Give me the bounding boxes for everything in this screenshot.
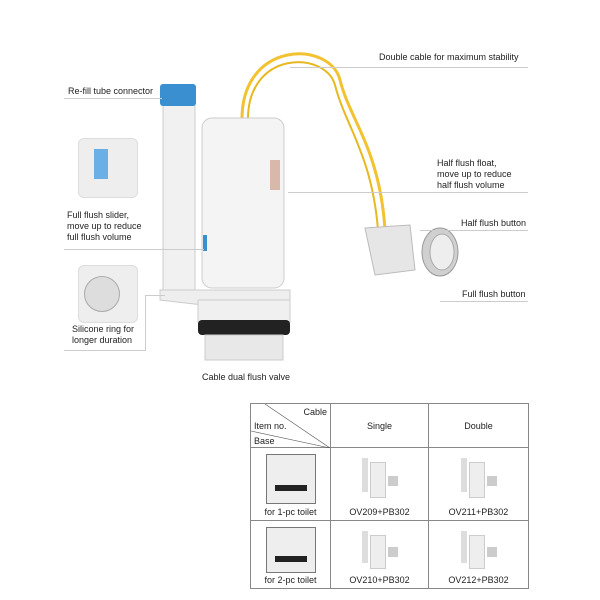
leader-line bbox=[420, 230, 528, 231]
flush-valve-illustration bbox=[159, 52, 459, 361]
label-valve: Cable dual flush valve bbox=[202, 372, 291, 382]
model-cell: OV209+PB302 bbox=[330, 447, 429, 521]
model-table: Cable Item no. Base Single Double for 1-… bbox=[250, 403, 529, 589]
product-thumbnail bbox=[459, 454, 499, 498]
header-single: Single bbox=[330, 403, 429, 448]
base-cell: for 1-pc toilet bbox=[250, 447, 331, 521]
leader-line bbox=[440, 301, 528, 302]
header-item-no: Item no. bbox=[254, 421, 287, 431]
header-cable: Cable bbox=[303, 407, 327, 417]
leader-line bbox=[288, 192, 528, 193]
base-image bbox=[265, 454, 316, 504]
corner-header-cell: Cable Item no. Base bbox=[250, 403, 331, 448]
product-thumbnail bbox=[459, 527, 499, 569]
table-row: for 1-pc toilet OV209+PB302 OV211+PB302 bbox=[250, 447, 529, 521]
model-cell: OV210+PB302 bbox=[330, 520, 429, 589]
table-row: for 2-pc toilet OV210+PB302 OV212+PB302 bbox=[250, 520, 529, 589]
model-cell: OV212+PB302 bbox=[428, 520, 529, 589]
base-image bbox=[265, 527, 316, 573]
base-cell: for 2-pc toilet bbox=[250, 520, 331, 589]
header-double: Double bbox=[428, 403, 529, 448]
leader-line bbox=[145, 295, 146, 351]
product-thumbnail bbox=[360, 527, 400, 569]
leader-line bbox=[145, 295, 165, 296]
product-thumbnail bbox=[360, 454, 400, 498]
model-cell: OV211+PB302 bbox=[428, 447, 529, 521]
label-full-flush-button: Full flush button bbox=[462, 289, 526, 299]
silicone-ring-detail-image bbox=[78, 265, 138, 323]
label-half-flush-button: Half flush button bbox=[461, 218, 527, 228]
leader-line bbox=[64, 350, 146, 351]
label-double-cable: Double cable for maximum stability bbox=[379, 52, 519, 62]
leader-line bbox=[64, 249, 204, 250]
slider-detail-image bbox=[78, 138, 138, 198]
leader-line bbox=[290, 67, 528, 68]
header-base: Base bbox=[254, 436, 275, 446]
leader-line bbox=[64, 98, 162, 99]
label-refill-tube: Re-fill tube connector bbox=[68, 86, 154, 96]
